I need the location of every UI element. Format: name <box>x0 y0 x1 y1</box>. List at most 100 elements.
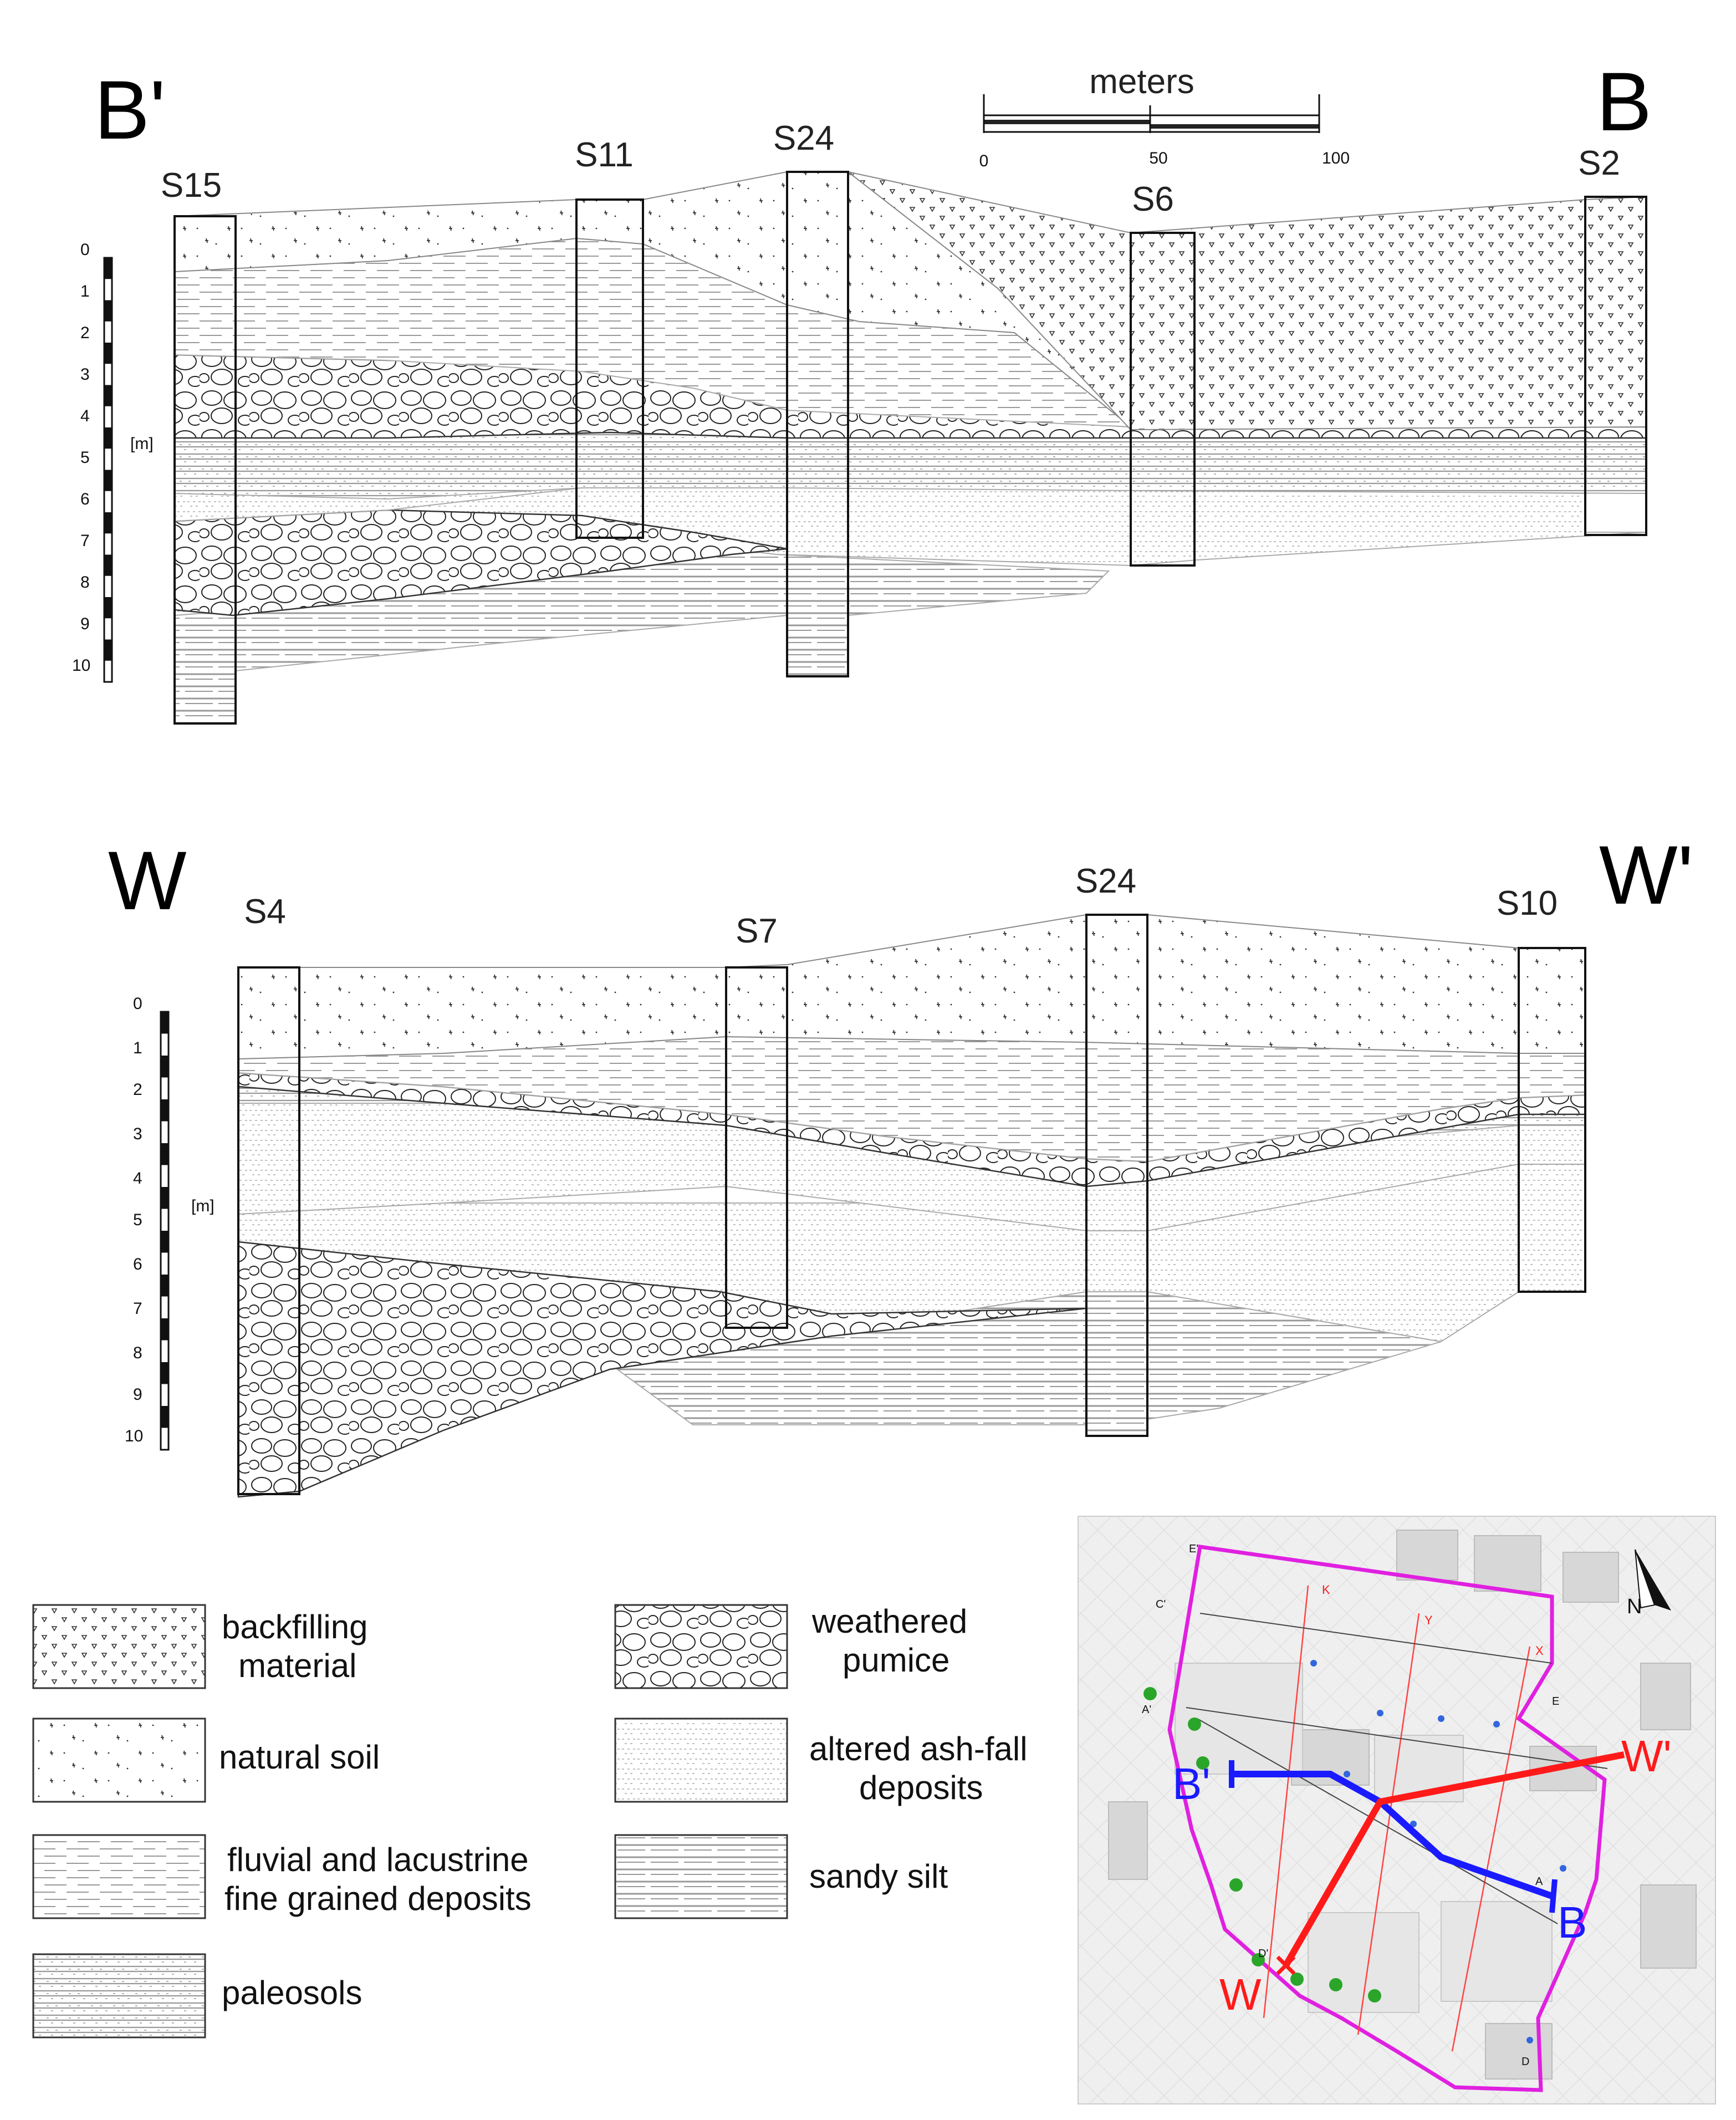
legend-label: weathered <box>811 1603 967 1640</box>
depth-scale-segment <box>104 300 112 322</box>
depth-tick: 10 <box>125 1427 143 1445</box>
depth-tick: 1 <box>133 1039 142 1057</box>
map-point-letter: A <box>1535 1876 1543 1888</box>
borehole-column <box>725 966 788 1329</box>
scale-tick: 0 <box>979 152 989 170</box>
legend-item-paleosols: paleosols <box>32 1953 362 2039</box>
borehole-label: S11 <box>575 136 634 174</box>
depth-scale-segment <box>104 343 112 364</box>
depth-tick: 3 <box>133 1125 142 1143</box>
map-point-letter: Y <box>1424 1613 1433 1627</box>
depth-scale-segment <box>104 427 112 449</box>
section-start-label: W <box>108 834 187 927</box>
section-end-label: W' <box>1599 828 1693 921</box>
depth-tick: 5 <box>80 449 90 467</box>
section-end-label: B <box>1596 55 1652 148</box>
site-map: B' B W W' E' C' A' D' E A D K Y X N <box>1078 1516 1716 2104</box>
depth-scale-segment <box>161 1143 169 1165</box>
legend-label: sandy silt <box>809 1858 948 1895</box>
legend-label: natural soil <box>219 1739 380 1776</box>
depth-scale-segment <box>104 470 112 491</box>
borehole-label: S6 <box>1132 180 1174 218</box>
depth-tick: 4 <box>80 407 90 425</box>
depth-scale-segment <box>161 1275 169 1297</box>
depth-scale-segment <box>161 1406 169 1428</box>
scale-tick: 50 <box>1149 149 1167 167</box>
depth-tick: 2 <box>80 324 90 342</box>
map-label-w: W <box>1219 1970 1262 2019</box>
legend-label: paleosols <box>222 1974 362 2011</box>
depth-scale-segment <box>161 1012 169 1034</box>
depth-scale-segment <box>161 1318 169 1341</box>
depth-unit: [m] <box>130 435 154 453</box>
legend-label: fine grained deposits <box>224 1880 532 1917</box>
map-label-w-prime: W' <box>1621 1731 1672 1781</box>
layer-pumice-lower <box>173 509 788 616</box>
depth-tick: 5 <box>133 1211 142 1229</box>
legend-item-natural-soil: natural soil <box>32 1718 380 1803</box>
north-label: N <box>1627 1595 1642 1618</box>
depth-tick: 7 <box>133 1299 142 1318</box>
section-start-label: B' <box>94 63 166 156</box>
scale-bar-label: meters <box>1089 63 1194 101</box>
depth-scale-segment <box>161 1056 169 1078</box>
borehole-label: S24 <box>773 119 834 157</box>
depth-scale: 0 1 2 3 4 5 6 7 8 9 10 [m] <box>125 995 215 1451</box>
legend-item-fluvial: fluvial and lacustrine fine grained depo… <box>32 1834 532 1919</box>
depth-scale-segment <box>161 1231 169 1253</box>
depth-tick: 9 <box>80 615 90 633</box>
depth-tick: 7 <box>80 532 90 550</box>
depth-unit: [m] <box>191 1197 215 1215</box>
legend-item-backfilling: backfilling material <box>32 1604 367 1689</box>
borehole-label: S4 <box>244 893 286 931</box>
map-point-letter: D <box>1521 2056 1529 2068</box>
layer-natural-soil <box>174 171 1131 427</box>
depth-tick: 8 <box>133 1344 142 1362</box>
legend: backfilling material natural soil fluvia… <box>32 1603 1028 2039</box>
map-label-b: B <box>1558 1898 1587 1947</box>
depth-tick: 8 <box>80 573 90 592</box>
depth-scale-segment <box>104 554 112 576</box>
borehole-label: S10 <box>1497 884 1558 923</box>
depth-scale-segment <box>104 639 112 661</box>
borehole-column <box>786 171 849 677</box>
legend-item-ash: altered ash-fall deposits <box>614 1718 1028 1806</box>
borehole-label: S7 <box>736 912 778 950</box>
layer-natural-soil <box>238 914 1586 1060</box>
map-point-letter: X <box>1535 1644 1544 1658</box>
legend-label: backfilling <box>222 1608 367 1645</box>
depth-scale-segment <box>161 1362 169 1384</box>
scale-tick: 100 <box>1322 149 1350 167</box>
borehole-column <box>173 215 237 725</box>
depth-scale-segment <box>161 1187 169 1209</box>
depth-tick: 6 <box>133 1255 142 1273</box>
depth-scale-segment <box>161 1099 169 1122</box>
borehole-label: S24 <box>1075 862 1136 900</box>
borehole-column <box>575 198 644 539</box>
legend-label: material <box>238 1647 356 1684</box>
legend-label: altered ash-fall <box>809 1730 1028 1767</box>
depth-scale-segment <box>104 512 112 534</box>
depth-scale-segment <box>104 258 112 279</box>
map-point-letter: D' <box>1258 1948 1268 1960</box>
map-point-letter: A' <box>1142 1704 1151 1716</box>
depth-tick: 3 <box>80 365 90 384</box>
borehole-column <box>1085 914 1148 1437</box>
legend-label: deposits <box>859 1769 983 1806</box>
depth-scale-segment <box>104 385 112 406</box>
legend-label: pumice <box>843 1642 949 1679</box>
depth-tick: 9 <box>133 1385 142 1404</box>
depth-tick: 1 <box>80 282 90 300</box>
borehole-label: S2 <box>1578 144 1620 182</box>
depth-scale: 0 1 2 3 4 5 6 7 8 9 10 [m] <box>72 241 154 683</box>
borehole-column <box>237 966 300 1495</box>
depth-tick: 0 <box>133 995 142 1013</box>
depth-tick: 10 <box>72 656 90 675</box>
depth-scale-segment <box>104 597 112 619</box>
map-point-letter: E' <box>1189 1543 1198 1555</box>
map-point-letter: E <box>1552 1695 1559 1708</box>
legend-item-pumice: weathered pumice <box>614 1603 967 1689</box>
map-point-letter: C' <box>1156 1598 1166 1611</box>
legend-label: fluvial and lacustrine <box>227 1841 529 1878</box>
